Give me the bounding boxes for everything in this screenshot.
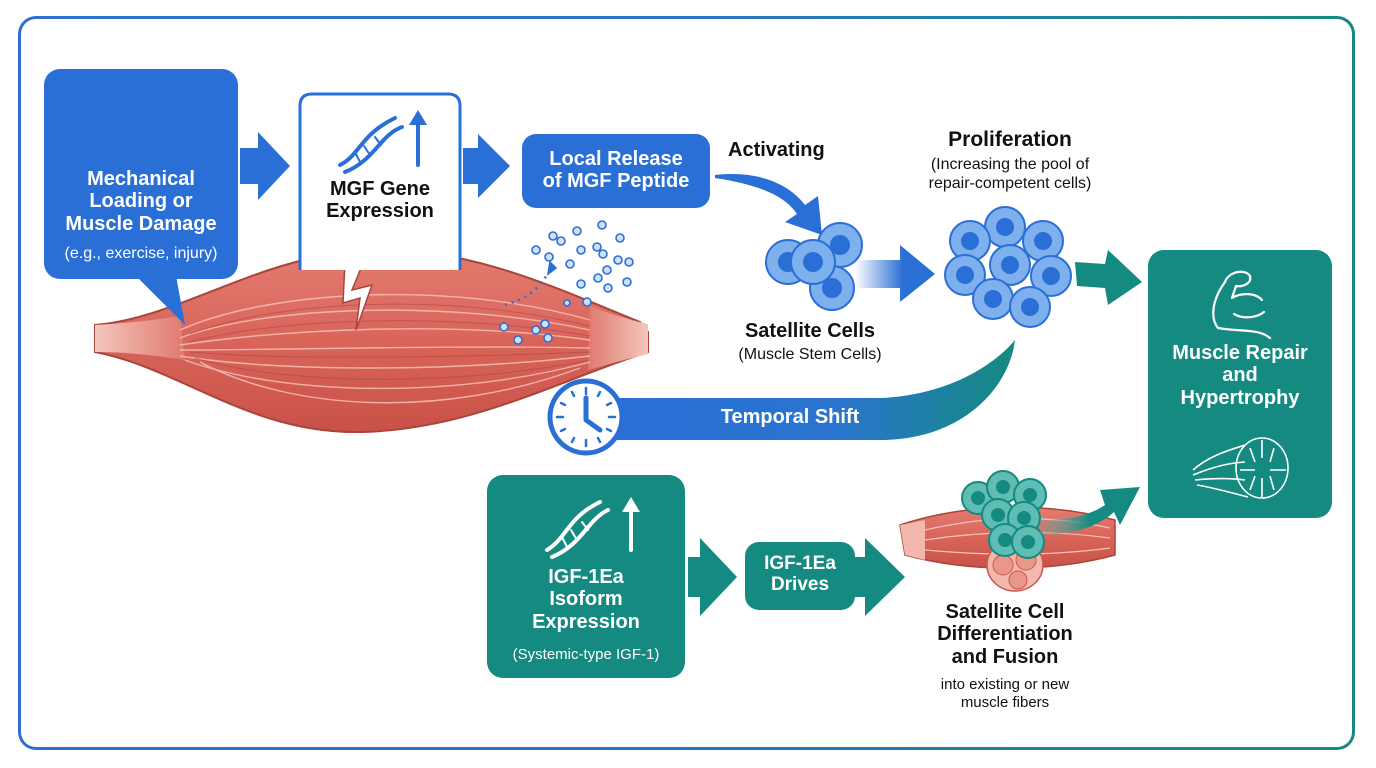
- mgf-peptide-particles: [499, 220, 634, 345]
- muscle-illustration: [94, 248, 649, 434]
- temporal-shift-band: [612, 340, 1015, 440]
- title-line: of MGF Peptide: [542, 170, 690, 193]
- title-line: IGF-1Ea: [548, 566, 624, 588]
- subtitle-line: repair-competent cells): [928, 175, 1092, 193]
- title-line: Muscle Repair: [1172, 342, 1308, 364]
- igf-drives-box: [745, 542, 855, 610]
- title-line: Expression: [326, 200, 434, 223]
- title-line: Muscle Damage: [65, 212, 217, 235]
- mechanical-loading-title: Mechanical Loading or Muscle Damage: [44, 168, 238, 235]
- title-line: Mechanical: [87, 168, 195, 190]
- title-line: Differentiation: [937, 623, 1073, 646]
- satellite-cells-title: Satellite Cells: [744, 320, 876, 342]
- clock-icon: [547, 378, 625, 456]
- title-line: Expression: [532, 610, 640, 633]
- arrow-isoform-to-drives: [688, 538, 737, 616]
- igf-drives-title: IGF-1Ea Drives: [745, 553, 855, 596]
- muscle-repair-title: Muscle Repair and Hypertrophy: [1148, 342, 1332, 409]
- subtitle-line: muscle fibers: [960, 694, 1050, 711]
- activating-label: Activating: [728, 139, 825, 161]
- title-line: and: [1222, 364, 1258, 387]
- dna-up-arrow-icon: [338, 110, 427, 174]
- local-release-title: Local Release of MGF Peptide: [522, 148, 710, 193]
- arrow-drives-to-differentiation: [852, 538, 905, 616]
- igf-isoform-title: IGF-1Ea Isoform Expression: [487, 566, 685, 633]
- title-line: Satellite Cell: [945, 601, 1065, 623]
- igf-isoform-subtitle: (Systemic-type IGF-1): [512, 646, 660, 663]
- arrow-activating: [715, 174, 822, 235]
- mechanical-loading-box: [44, 69, 238, 279]
- title-line: and Fusion: [951, 645, 1059, 668]
- differentiation-subtitle: into existing or new muscle fibers: [905, 676, 1105, 712]
- title-line: IGF-1Ea: [764, 553, 836, 574]
- differentiation-title: Satellite Cell Differentiation and Fusio…: [905, 601, 1105, 668]
- title-line: Loading or: [89, 190, 193, 213]
- title-line: Local Release: [549, 148, 683, 170]
- arrow-proliferation-to-repair: [1075, 250, 1142, 305]
- satellite-cells-icon: [765, 222, 863, 311]
- arrow-differentiation-to-repair: [1040, 487, 1140, 535]
- differentiation-muscle-icon: [899, 470, 1116, 592]
- arrow-mechanical-to-mgf: [240, 132, 290, 200]
- title-line: MGF Gene: [329, 178, 430, 200]
- local-release-box: [522, 134, 710, 208]
- subtitle-line: into existing or new: [940, 676, 1070, 693]
- proliferation-subtitle: (Increasing the pool of repair-competent…: [900, 155, 1120, 193]
- arrow-mgf-to-release: [463, 134, 510, 198]
- proliferation-title: Proliferation: [948, 128, 1072, 151]
- mechanical-loading-subtitle: (e.g., exercise, injury): [64, 245, 218, 262]
- proliferation-cells-icon: [944, 206, 1072, 328]
- title-line: Isoform: [549, 588, 623, 611]
- mgf-gene-expression-title: MGF Gene Expression: [300, 178, 460, 223]
- title-line: Drives: [770, 574, 830, 596]
- arrow-to-proliferation: [855, 245, 935, 302]
- title-line: Hypertrophy: [1180, 386, 1300, 409]
- temporal-shift-label: Temporal Shift: [720, 406, 860, 428]
- subtitle-line: (Increasing the pool of: [930, 156, 1090, 173]
- satellite-cells-subtitle: (Muscle Stem Cells): [738, 346, 882, 363]
